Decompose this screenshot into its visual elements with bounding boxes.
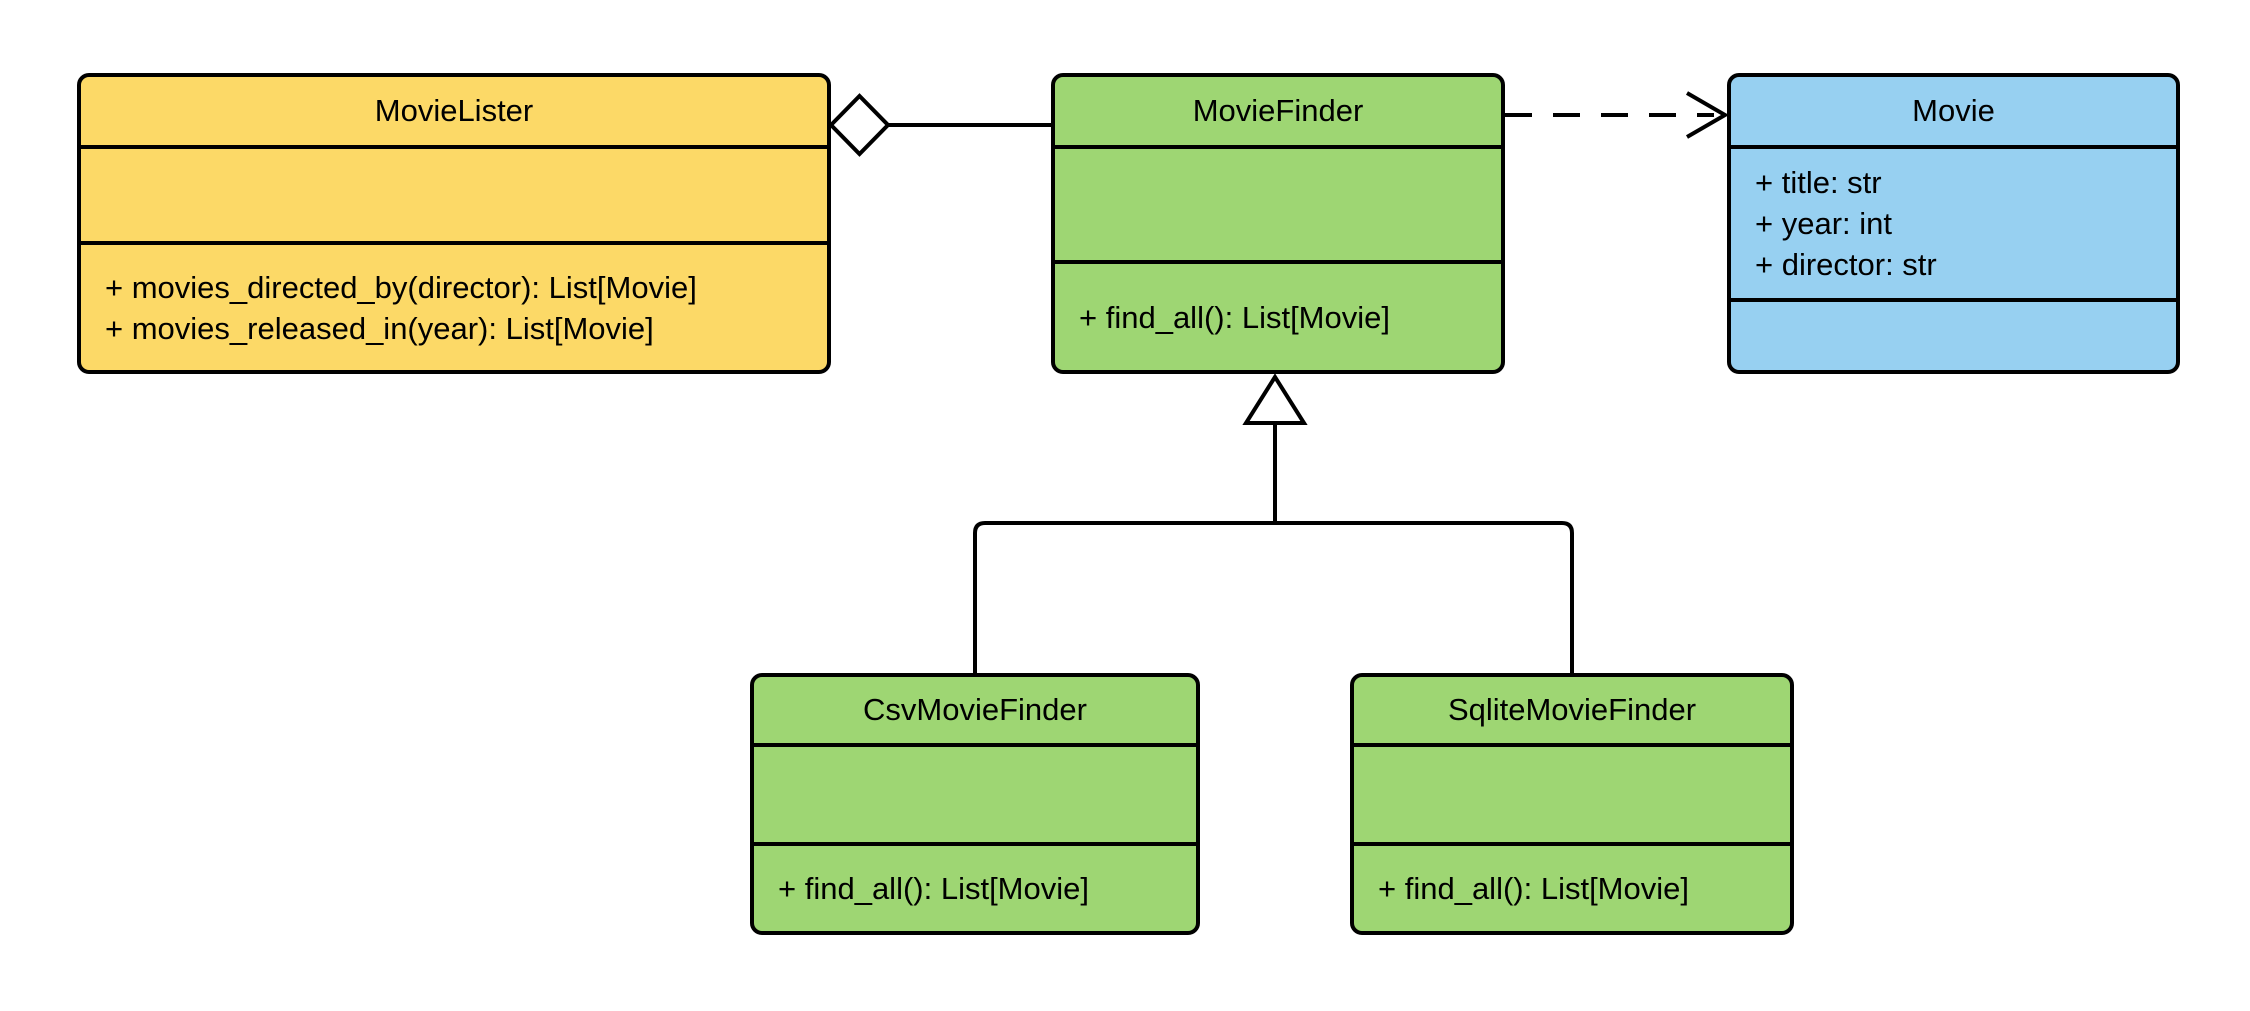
class-name: MovieLister bbox=[374, 93, 534, 128]
methods-compartment bbox=[1731, 298, 2176, 370]
attribute-item: + title: str bbox=[1755, 165, 1882, 200]
generalization-moviefinder-subclasses[interactable] bbox=[973, 373, 1574, 673]
class-title-compartment: CsvMovieFinder bbox=[754, 677, 1196, 743]
attributes-compartment bbox=[1055, 145, 1501, 260]
generalization-branch-line[interactable] bbox=[973, 521, 1574, 673]
methods-compartment: + find_all(): List[Movie] bbox=[1354, 842, 1790, 931]
dependency-moviefinder-movie[interactable] bbox=[1505, 91, 1729, 139]
method-item: + find_all(): List[Movie] bbox=[778, 871, 1089, 906]
class-name: CsvMovieFinder bbox=[863, 692, 1087, 727]
class-title-compartment: MovieFinder bbox=[1055, 77, 1501, 145]
class-title-compartment: SqliteMovieFinder bbox=[1354, 677, 1790, 743]
class-title-compartment: MovieLister bbox=[81, 77, 827, 145]
class-sqlitemoviefinder[interactable]: SqliteMovieFinder + find_all(): List[Mov… bbox=[1350, 673, 1794, 935]
class-moviefinder[interactable]: MovieFinder + find_all(): List[Movie] bbox=[1051, 73, 1505, 374]
methods-compartment: + find_all(): List[Movie] bbox=[754, 842, 1196, 931]
class-name: MovieFinder bbox=[1192, 93, 1364, 128]
class-name: SqliteMovieFinder bbox=[1447, 692, 1697, 727]
attributes-compartment bbox=[1354, 743, 1790, 842]
methods-compartment: + movies_directed_by(director): List[Mov… bbox=[81, 241, 827, 370]
class-movielister[interactable]: MovieLister + movies_directed_by(directo… bbox=[77, 73, 831, 374]
method-item: + movies_directed_by(director): List[Mov… bbox=[105, 269, 697, 305]
method-item: + movies_released_in(year): List[Movie] bbox=[105, 310, 654, 346]
attribute-item: + year: int bbox=[1755, 206, 1892, 241]
aggregation-movielister-moviefinder[interactable] bbox=[828, 93, 1051, 157]
hollow-diamond-icon[interactable] bbox=[828, 93, 891, 157]
attributes-compartment bbox=[81, 145, 827, 241]
attribute-item: + director: str bbox=[1755, 247, 1937, 282]
method-item: + find_all(): List[Movie] bbox=[1079, 299, 1390, 335]
attributes-compartment: + title: str + year: int + director: str bbox=[1731, 145, 2176, 298]
hollow-triangle-icon[interactable] bbox=[1242, 373, 1308, 425]
method-item: + find_all(): List[Movie] bbox=[1378, 871, 1689, 906]
class-title-compartment: Movie bbox=[1731, 77, 2176, 145]
open-arrowhead-icon[interactable] bbox=[1685, 91, 1729, 139]
methods-compartment: + find_all(): List[Movie] bbox=[1055, 260, 1501, 370]
class-csvmoviefinder[interactable]: CsvMovieFinder + find_all(): List[Movie] bbox=[750, 673, 1200, 935]
attributes-compartment bbox=[754, 743, 1196, 842]
class-name: Movie bbox=[1912, 93, 1995, 128]
class-movie[interactable]: Movie + title: str + year: int + directo… bbox=[1727, 73, 2180, 374]
